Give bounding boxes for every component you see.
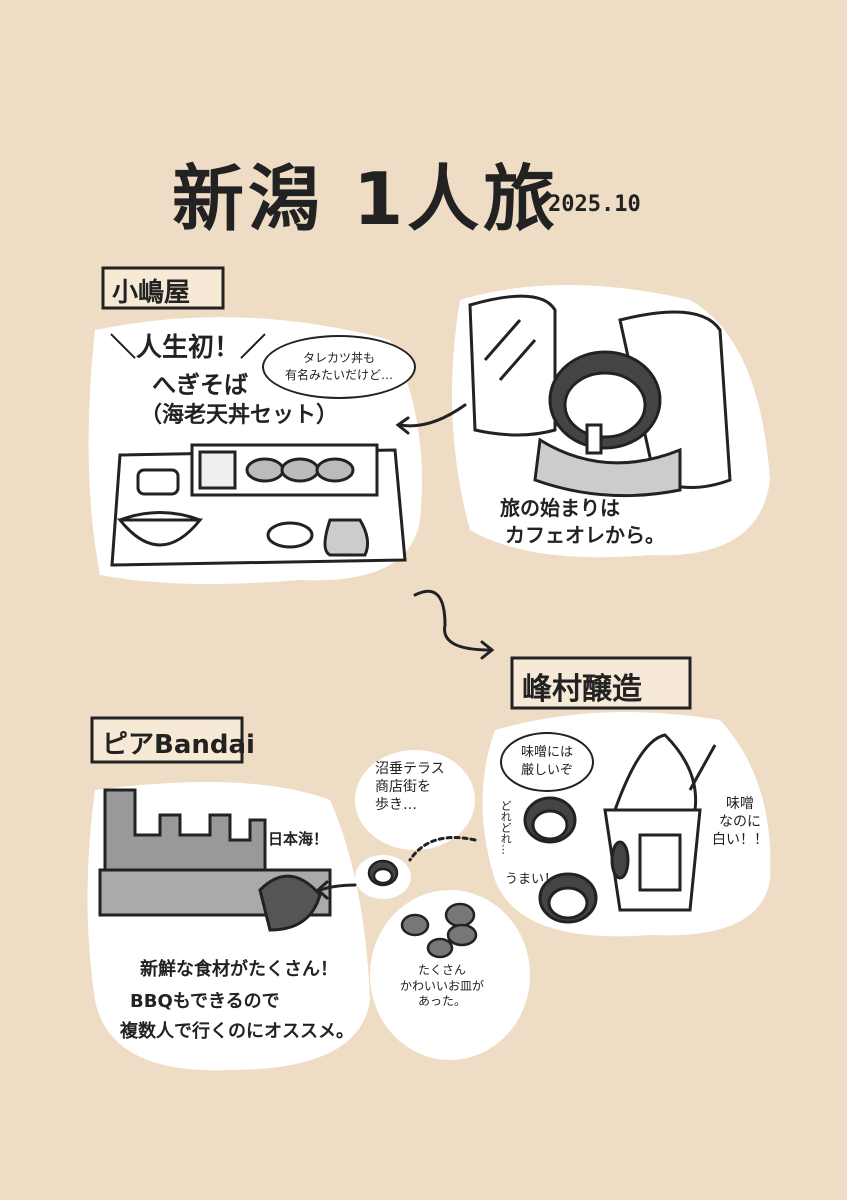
train-caption-line1: 旅の始まりは bbox=[500, 496, 620, 520]
train-caption-line2: カフェオレから。 bbox=[505, 523, 665, 547]
plates-note: たくさん かわいいお皿が あった。 bbox=[400, 963, 485, 1009]
kojimaya-speech-bubble: タレカツ丼も 有名みたいだけど… bbox=[262, 335, 416, 399]
minemura-note: 味噌 なのに 白い！！ bbox=[712, 796, 768, 849]
kojimaya-label: 小嶋屋 bbox=[112, 278, 191, 308]
minemura-speech-bubble: 味噌には 厳しいぞ bbox=[500, 732, 594, 792]
pier-caption-line3: 複数人で行くのにオススメ。 bbox=[120, 1021, 354, 1042]
minemura-side-text: どれどれ… bbox=[499, 800, 513, 855]
ice-cream-drawing bbox=[603, 733, 717, 912]
shop-label-frames bbox=[90, 266, 692, 764]
minemura-label: 峰村醸造 bbox=[522, 672, 642, 707]
sea-label: 日本海！ bbox=[268, 830, 329, 848]
pier-caption-line2: BBQもできるので bbox=[130, 991, 280, 1012]
train-drawing bbox=[468, 294, 732, 498]
minemura-penguins bbox=[523, 796, 598, 924]
pier-caption-line1: 新鮮な食材がたくさん！ bbox=[140, 959, 338, 980]
kojimaya-dish-detail: （海老天丼セット） bbox=[140, 403, 339, 428]
flow-arrows bbox=[315, 403, 495, 900]
walk-note-panel bbox=[355, 750, 475, 850]
walk-note: 沼垂テラス 商店街を 歩き… bbox=[375, 761, 445, 814]
minemura-reaction: うまい！ bbox=[505, 872, 558, 887]
pier-label: ピアBandai bbox=[102, 730, 255, 760]
kojimaya-dish-name: へぎそば bbox=[152, 371, 248, 399]
trip-date: 2025.10 bbox=[548, 192, 641, 217]
small-penguin-drawing bbox=[367, 859, 399, 887]
tray-drawing bbox=[110, 443, 407, 567]
harbor-drawing bbox=[98, 788, 332, 932]
kojimaya-headline: ＼人生初！／ bbox=[110, 333, 267, 363]
plates-drawing bbox=[400, 902, 478, 959]
page-title: 新潟 1人旅 bbox=[172, 157, 560, 241]
